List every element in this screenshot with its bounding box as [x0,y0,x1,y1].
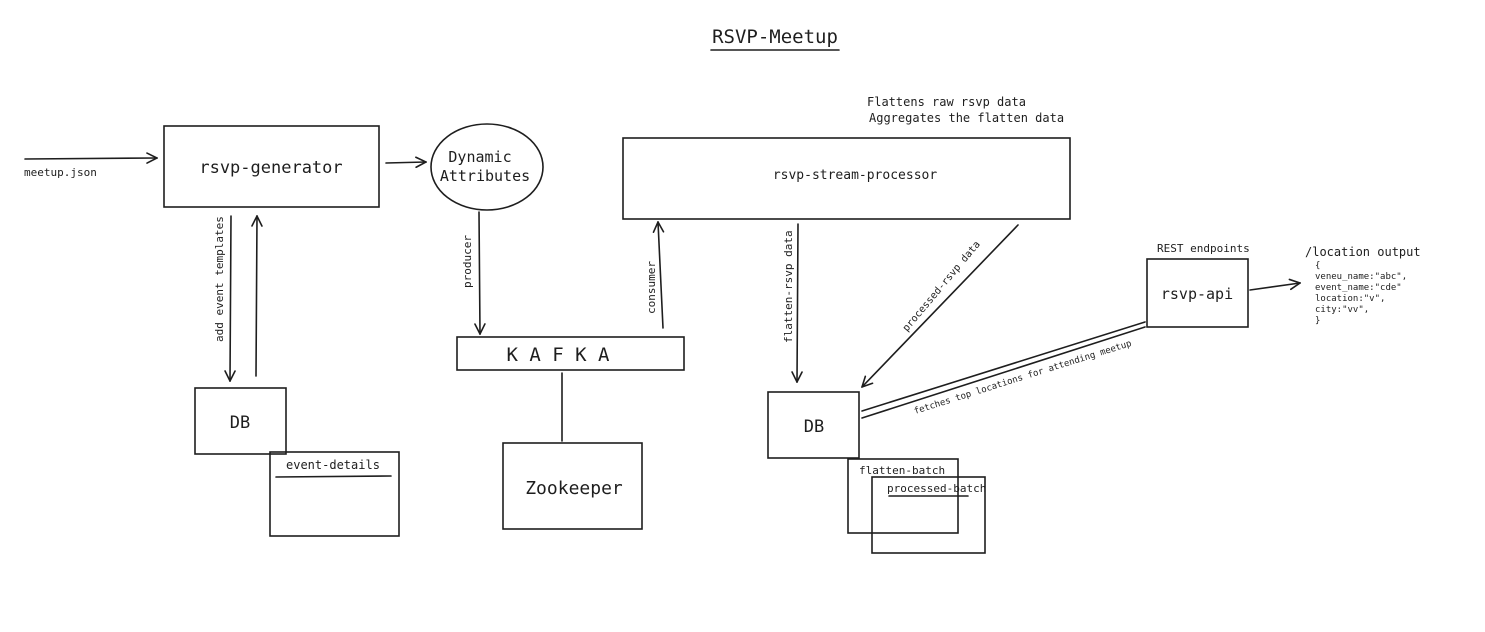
generator-to-dynamic-arrow [385,162,426,163]
flatten-batch-label: flatten-batch [859,464,945,477]
db-left-label: DB [230,413,250,433]
stream-processor-label: rsvp-stream-processor [773,168,938,183]
input-file-label: meetup.json [24,166,97,179]
db-api-link-2 [861,326,1146,419]
processed-batch-box[interactable] [871,476,986,554]
processed-batch-label: processed-batch [887,482,986,495]
dynamic-label-line2: Attributes [440,167,530,185]
flatten-rsvp-data-label: flatten-rsvp data [782,230,795,343]
output-title: /location output [1305,245,1421,259]
db-api-link-1 [861,321,1146,412]
generator-to-db-arrow [230,215,231,381]
producer-arrow [479,211,480,334]
processor-note-line2: Aggregates the flatten data [869,111,1064,125]
dynamic-attributes-node[interactable] [430,123,544,211]
api-to-output-arrow [1249,283,1300,291]
processor-note-line1: Flattens raw rsvp data [867,95,1026,109]
dynamic-label-line1: Dynamic [448,148,511,166]
db-right-box[interactable] [767,391,860,459]
flatten-rsvp-data-arrow [797,223,798,382]
processed-rsvp-data-arrow [862,224,1019,387]
output-line: event_name:"cde" [1315,283,1402,293]
output-line: { [1315,261,1320,271]
event-details-box[interactable] [269,451,400,537]
zookeeper-label: Zookeeper [525,478,623,499]
event-details-underline [275,475,392,478]
db-right-label: DB [804,417,824,437]
output-line: veneu_name:"abc", [1315,272,1407,282]
add-event-templates-label: add event templates [213,216,226,342]
producer-label: producer [461,235,474,288]
stream-processor-box[interactable] [622,137,1071,220]
db-to-generator-arrow [256,216,257,377]
event-details-label: event-details [286,458,380,472]
output-line: city:"vv", [1315,305,1369,315]
kafka-box[interactable] [456,336,685,371]
kafka-label: K A F K A [507,344,611,366]
zookeeper-box[interactable] [502,442,643,530]
processed-rsvp-data-label: processed-rsvp data [901,239,983,334]
output-line: } [1315,316,1320,326]
generator-label: rsvp-generator [199,158,342,178]
consumer-arrow [658,222,663,329]
api-box[interactable] [1146,258,1249,328]
generator-box[interactable] [163,125,380,208]
db-left-box[interactable] [194,387,287,455]
fetches-top-locations-label: fetches top locations for attending meet… [913,339,1133,417]
api-label: rsvp-api [1161,285,1233,303]
consumer-label: consumer [645,261,658,314]
rest-endpoints-label: REST endpoints [1157,242,1250,255]
input-arrow [24,158,157,159]
output-line: location:"v", [1315,294,1385,304]
diagram-title: RSVP-Meetup [712,26,838,48]
